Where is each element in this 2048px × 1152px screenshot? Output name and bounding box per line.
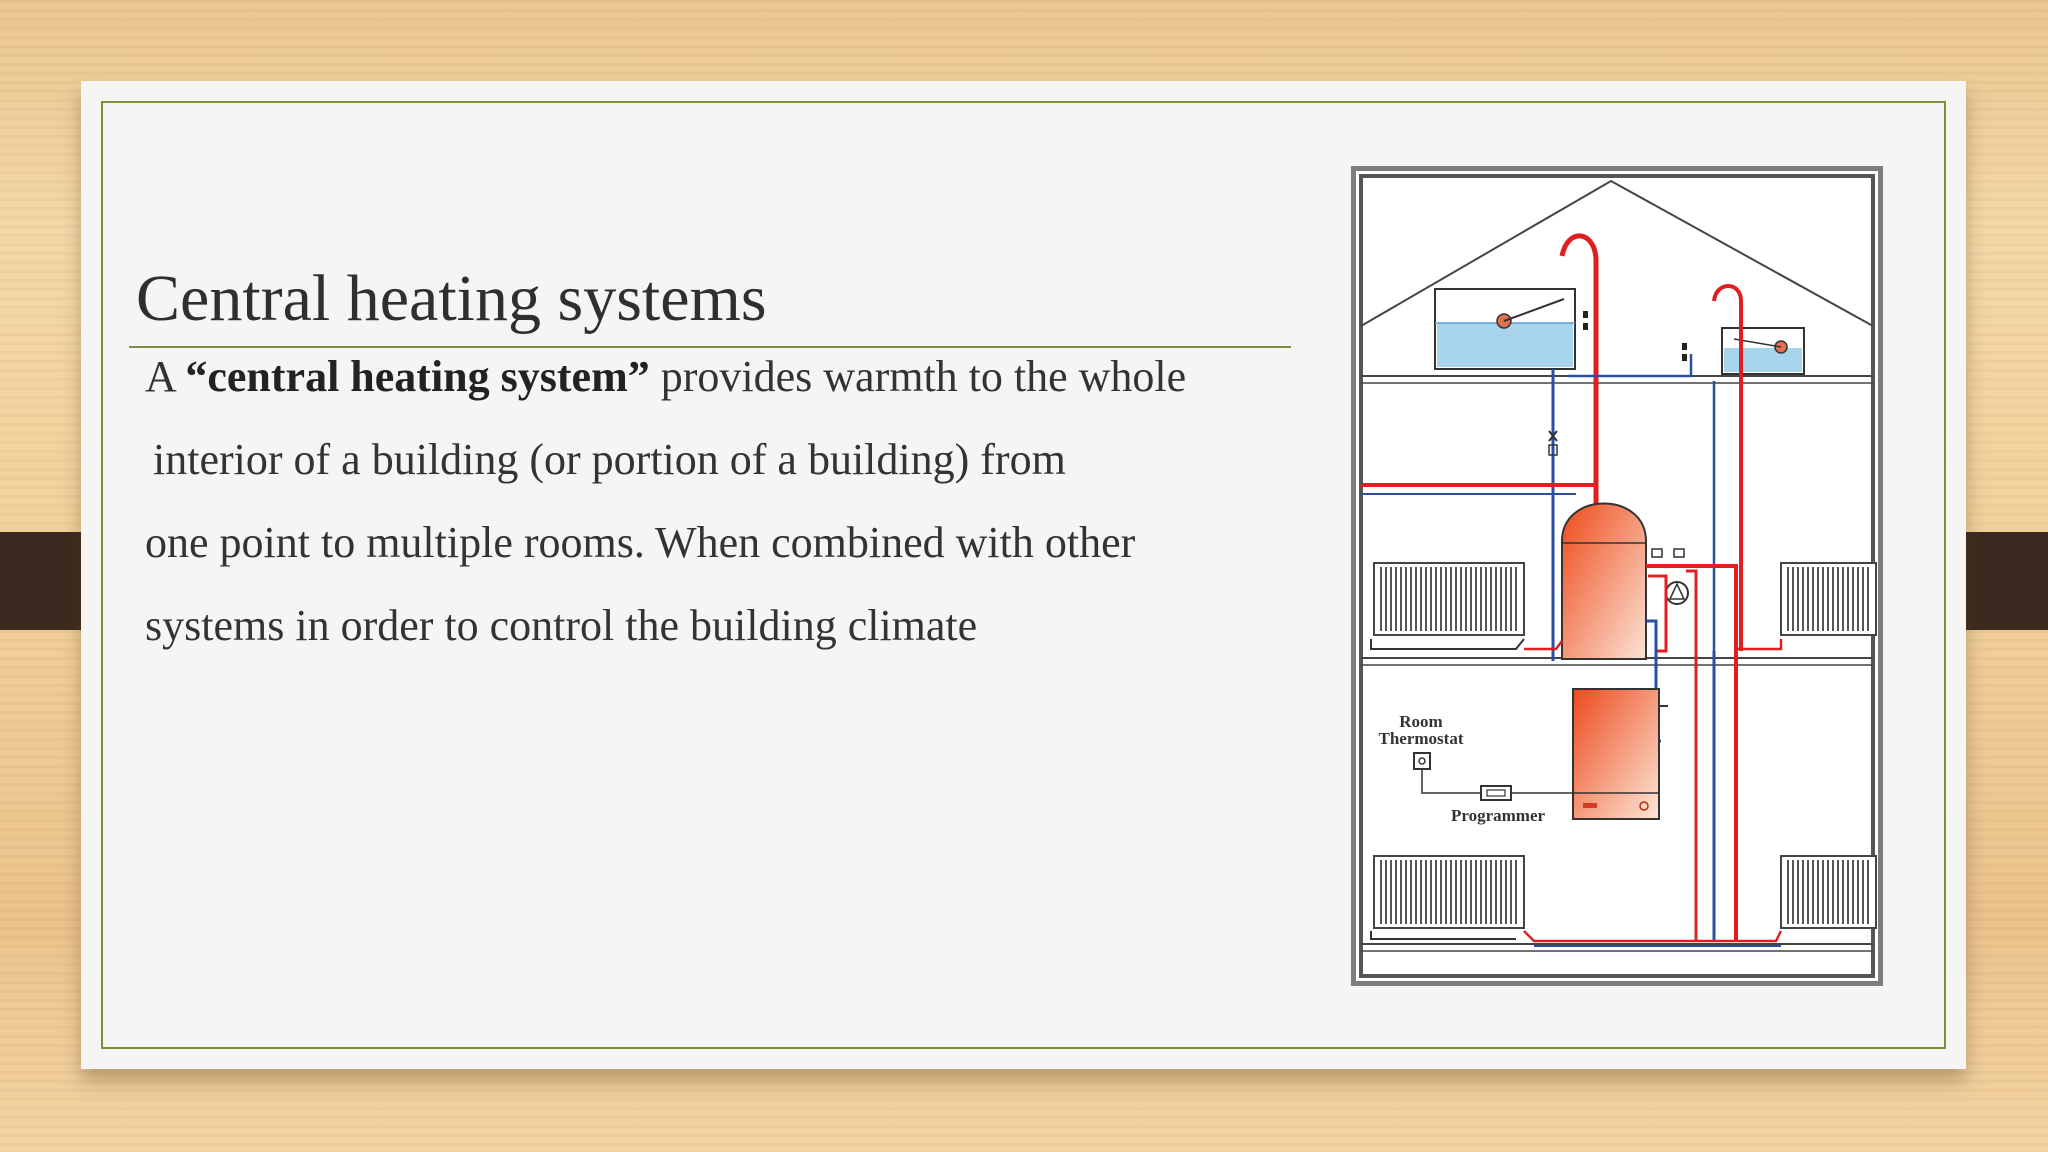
- pump-symbol: [1668, 582, 1686, 600]
- tank-valve-a: [1583, 311, 1588, 318]
- radiator-lower-left: [1373, 855, 1525, 929]
- expansion-tank-water: [1724, 348, 1802, 372]
- motor-valve-2: [1673, 548, 1685, 558]
- ground-flow-pipe: [1523, 930, 1736, 943]
- roof: [1360, 179, 1874, 327]
- thermostat-dial: [1418, 757, 1426, 765]
- ground-flow-right: [1736, 930, 1783, 943]
- thermostat-label: Thermostat: [1379, 729, 1464, 748]
- programmer-label: Programmer: [1451, 806, 1546, 825]
- body-line-4: systems in order to control the building…: [145, 601, 978, 650]
- programmer-unit: [1480, 785, 1512, 801]
- exp-valve-b: [1682, 354, 1687, 361]
- boiler-indicators: [1583, 803, 1597, 808]
- body-line-2: interior of a building (or portion of a …: [153, 435, 1066, 484]
- rad-ll-pipe: [1370, 931, 1516, 940]
- rad-ul-pipe: [1370, 638, 1525, 650]
- gate-valve-b: [1548, 430, 1558, 442]
- body-line-1: A “central heating system” provides warm…: [145, 351, 1186, 402]
- title-underline: [129, 346, 1291, 348]
- hot-water-cylinder: [1561, 502, 1647, 660]
- rad-ll-body: [1373, 855, 1525, 929]
- flow-loop: [1648, 574, 1668, 653]
- radiator-upper-right: [1780, 562, 1877, 636]
- slide-card: Central heating systems A “central heati…: [81, 81, 1966, 1069]
- body-line-3: one point to multiple rooms. When combin…: [145, 518, 1136, 567]
- boiler: [1572, 688, 1660, 820]
- room-thermostat: [1413, 752, 1431, 770]
- slide-border: [101, 101, 1946, 1049]
- vent-pipe-expansion: [1712, 284, 1743, 651]
- rad-ul-flow: [1524, 640, 1563, 651]
- rad-ul-body: [1373, 562, 1525, 636]
- thermostat-wire: [1421, 769, 1481, 794]
- room-label: Room: [1399, 712, 1442, 731]
- radiator-upper-left: [1373, 562, 1525, 636]
- body-line-1-prefix: A: [145, 352, 186, 401]
- rad-ll-fins: [1380, 860, 1517, 924]
- float-valve-arm: [1503, 298, 1565, 322]
- rad-ur-fins: [1787, 567, 1869, 631]
- rad-ul-fins: [1380, 567, 1517, 631]
- exp-valve-a: [1682, 343, 1687, 350]
- heating-diagram: Room Thermostat Programmer: [1351, 166, 1883, 986]
- rad-lr-fins: [1787, 860, 1869, 924]
- cold-water-tank-water: [1437, 323, 1573, 367]
- vent-pipe-main: [1559, 233, 1599, 557]
- programmer-display: [1486, 789, 1506, 797]
- gate-valve-body: [1548, 444, 1558, 456]
- expansion-feed-pipe: [1568, 354, 1693, 378]
- motor-valve-1: [1651, 548, 1663, 558]
- body-line-1-suffix: provides warmth to the whole: [649, 352, 1187, 401]
- tank-valve-b: [1583, 323, 1588, 330]
- rad-ur-flow: [1736, 639, 1783, 651]
- radiator-lower-right: [1780, 855, 1877, 929]
- flow-pipe-secondary: [1686, 569, 1698, 941]
- heating-diagram-svg: Room Thermostat Programmer: [1359, 174, 1877, 978]
- boiler-dial: [1639, 801, 1649, 811]
- slide-title: Central heating systems: [136, 262, 767, 335]
- flow-pipe-main: [1646, 564, 1738, 941]
- body-line-1-bold: “central heating system”: [185, 352, 650, 401]
